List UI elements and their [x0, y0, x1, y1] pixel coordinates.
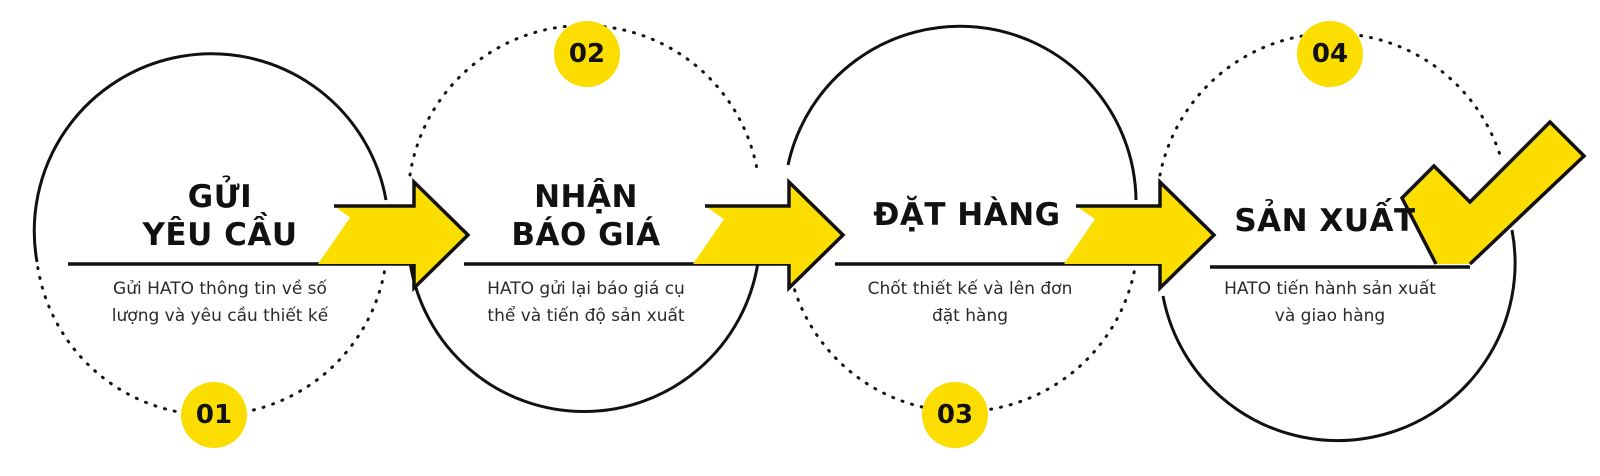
arrow-right-icon [1064, 177, 1217, 293]
step-3-description: Chốt thiết kế và lên đơn đặt hàng [830, 276, 1110, 330]
step-1-title-line-2: YÊU CẦU [142, 217, 298, 253]
step-1-description: Gửi HATO thông tin về số lượng và yêu cầ… [80, 276, 360, 330]
step-4-description: HATO tiến hành sản xuất và giao hàng [1190, 276, 1470, 330]
step-4-description-line-2: và giao hàng [1274, 306, 1386, 326]
step-2-title-line-1: NHẬN [534, 179, 638, 215]
step-2-description-line-1: HATO gửi lại báo giá cụ [487, 279, 685, 299]
step-4-description-line-1: HATO tiến hành sản xuất [1224, 279, 1436, 299]
step-3-description-line-2: đặt hàng [931, 306, 1009, 326]
step-2-description-line-2: thể và tiến độ sản xuất [487, 306, 685, 326]
step-2-title-line-2: BÁO GIÁ [511, 217, 661, 253]
step-1-description-line-2: lượng và yêu cầu thiết kế [111, 306, 329, 326]
step-4-number-badge: 04 [1297, 21, 1363, 87]
step-4-title: SẢN XUẤT [1200, 202, 1450, 240]
step-4-circle-solid [1161, 229, 1517, 443]
step-1-circle-solid [32, 52, 388, 263]
step-2-circle-solid [408, 261, 760, 414]
step-1-number-badge: 01 [181, 382, 247, 448]
step-2-number-badge: 02 [554, 21, 620, 87]
check-icon [1399, 119, 1587, 266]
arrow-right-icon [693, 177, 846, 293]
step-3-number-badge: 03 [922, 382, 988, 448]
step-3-circle-solid [786, 24, 1138, 201]
step-1-circle-dotted [35, 260, 388, 417]
step-2-description: HATO gửi lại báo giá cụ thể và tiến độ s… [446, 276, 726, 330]
step-2-title: NHẬN BÁO GIÁ [466, 178, 706, 254]
step-3-description-line-1: Chốt thiết kế và lên đơn [867, 279, 1073, 299]
arrow-right-icon [318, 177, 471, 293]
step-3-title-line-1: ĐẶT HÀNG [873, 197, 1061, 233]
step-1-description-line-1: Gửi HATO thông tin về số [113, 279, 327, 299]
step-3-title: ĐẶT HÀNG [842, 196, 1092, 234]
step-4-title-line-1: SẢN XUẤT [1234, 203, 1416, 239]
step-1-title: GỬI YÊU CẦU [100, 178, 340, 254]
step-1-title-line-1: GỬI [187, 179, 253, 215]
